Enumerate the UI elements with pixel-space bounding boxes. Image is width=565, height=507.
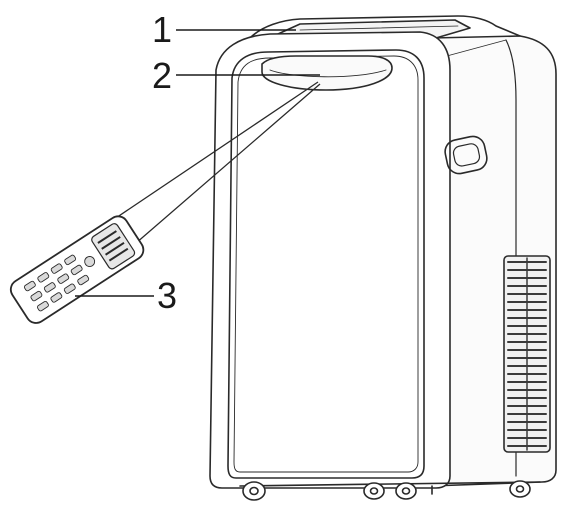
callout-1-number: 1 [152,9,172,50]
side-air-intake-grille [503,255,551,453]
callout-2-number: 2 [152,55,172,96]
front-panel [227,49,425,479]
callout-3-number: 3 [157,275,177,316]
top-panel [249,15,521,39]
portable-air-conditioner [209,15,557,501]
caster-wheel-front-right [395,482,417,500]
side-handle [444,135,488,175]
remote-control [9,215,145,324]
air-outlet-louver [261,55,393,91]
caster-wheel-rear-right [509,480,531,498]
caster-wheel-front-middle [363,482,385,500]
outer-front-shell [209,31,451,489]
caster-wheel-front-left [242,481,266,501]
remote-signal-beam [100,81,321,251]
